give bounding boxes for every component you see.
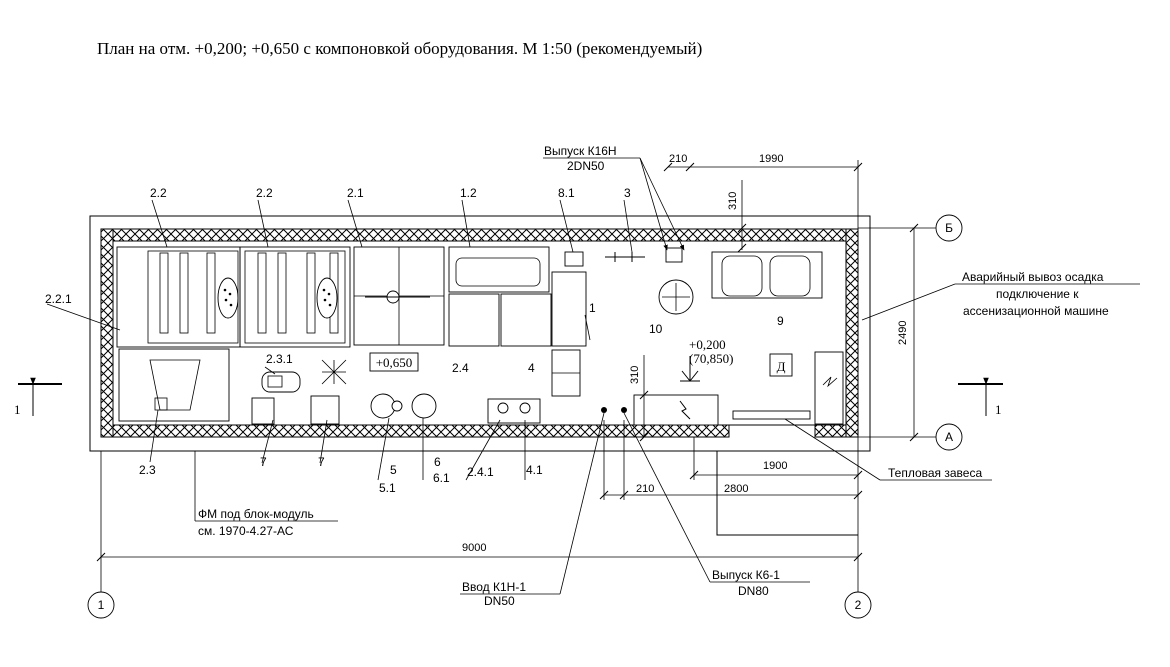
- room-label: Д: [777, 359, 786, 374]
- callout-sludge: Аварийный вывоз осадка подключение к асс…: [861, 270, 1140, 321]
- dimension-lines: 9000 2490 210 1990 310 310 1900 210 2800: [96, 153, 919, 580]
- dim-310-top: 310: [727, 192, 739, 210]
- dim-1900: 1900: [763, 460, 787, 472]
- dim-210-bot: 210: [636, 483, 654, 495]
- label-2-3: 2.3: [139, 463, 156, 477]
- small-equipment: [251, 247, 683, 425]
- axis-markers: Б А 1 2: [87, 214, 963, 619]
- label-2-2-left: 2.2: [150, 186, 167, 200]
- platform-level: +0,650: [321, 352, 419, 385]
- equipment-labels: 2.2 2.2 2.1 1.2 8.1 3 2.2.1 1 10 9 2.3.1…: [45, 186, 784, 495]
- label-6: 6: [434, 455, 441, 469]
- electrical-cabinet: [633, 394, 719, 426]
- label-8-1: 8.1: [558, 186, 575, 200]
- sludge-tank: [118, 348, 230, 422]
- label-2-2-1: 2.2.1: [45, 292, 72, 306]
- axis-a-bubble: А: [945, 430, 953, 444]
- svg-text:Выпуск К16Н: Выпуск К16Н: [544, 144, 617, 158]
- svg-text:Тепловая завеса: Тепловая завеса: [888, 466, 982, 480]
- svg-text:2DN50: 2DN50: [567, 159, 605, 173]
- level-lower-abs: (70,850): [689, 351, 733, 366]
- dim-310-mid: 310: [629, 366, 641, 384]
- svg-text:см. 1970-4.27-АС: см. 1970-4.27-АС: [198, 524, 294, 538]
- svg-text:Аварийный вывоз осадка: Аварийный вывоз осадка: [962, 270, 1104, 284]
- callout-k16: Выпуск К16Н 2DN50: [543, 144, 685, 251]
- section-right: 1: [995, 402, 1002, 417]
- process-tanks: [448, 246, 587, 397]
- label-9: 9: [777, 314, 784, 328]
- section-marks: 1 1: [14, 377, 1003, 417]
- callout-k6: Выпуск К6-1 DN80: [623, 412, 810, 598]
- section-left: 1: [14, 402, 21, 417]
- svg-text:Ввод К1Н-1: Ввод К1Н-1: [462, 580, 526, 594]
- bioreactor-tanks: [116, 246, 351, 348]
- axis-2-bubble: 2: [855, 598, 862, 612]
- label-2-1: 2.1: [347, 186, 364, 200]
- dim-2800: 2800: [724, 483, 748, 495]
- label-7-left: 7: [260, 455, 267, 469]
- label-4: 4: [528, 361, 535, 375]
- label-5: 5: [390, 463, 397, 477]
- settling-tank: [353, 246, 445, 346]
- label-2-4-1: 2.4.1: [467, 465, 494, 479]
- level-upper: +0,650: [376, 355, 413, 370]
- label-6-1: 6.1: [433, 471, 450, 485]
- label-2-2-right: 2.2: [256, 186, 273, 200]
- module-walls: [100, 228, 859, 438]
- svg-text:ФМ под блок-модуль: ФМ под блок-модуль: [198, 507, 314, 521]
- label-5-1: 5.1: [379, 481, 396, 495]
- callout-foundation: ФМ под блок-модуль см. 1970-4.27-АС: [194, 451, 338, 538]
- pipe-inlets: [601, 407, 627, 413]
- label-1-2: 1.2: [460, 186, 477, 200]
- drawing-title: План на отм. +0,200; +0,650 с компоновко…: [97, 39, 702, 58]
- pump-units: [658, 251, 823, 315]
- label-2-3-1: 2.3.1: [266, 352, 293, 366]
- callout-k1: Ввод К1Н-1 DN50: [460, 412, 605, 608]
- axis-1-bubble: 1: [98, 598, 105, 612]
- foundation-outline: [89, 215, 871, 536]
- dim-210-top: 210: [669, 153, 687, 165]
- callout-curtain: Тепловая завеса: [784, 418, 992, 481]
- label-leaders: [46, 199, 633, 481]
- dim-overall: 9000: [462, 542, 486, 554]
- label-10: 10: [649, 322, 663, 336]
- level-lower: +0,200: [689, 337, 726, 352]
- entrance-door: [732, 351, 844, 425]
- axis-b-bubble: Б: [945, 221, 953, 235]
- label-7-right: 7: [318, 455, 325, 469]
- svg-text:DN80: DN80: [738, 584, 769, 598]
- dim-1990: 1990: [759, 153, 783, 165]
- svg-text:Выпуск К6-1: Выпуск К6-1: [712, 568, 780, 582]
- label-1: 1: [589, 301, 596, 315]
- label-3: 3: [624, 186, 631, 200]
- label-4-1: 4.1: [526, 463, 543, 477]
- svg-text:DN50: DN50: [484, 594, 515, 608]
- label-2-4: 2.4: [452, 361, 469, 375]
- floor-level: +0,200 (70,850): [680, 337, 733, 382]
- dim-height: 2490: [897, 321, 909, 345]
- svg-text:ассенизационной машине: ассенизационной машине: [963, 304, 1109, 318]
- svg-text:подключение к: подключение к: [996, 287, 1079, 301]
